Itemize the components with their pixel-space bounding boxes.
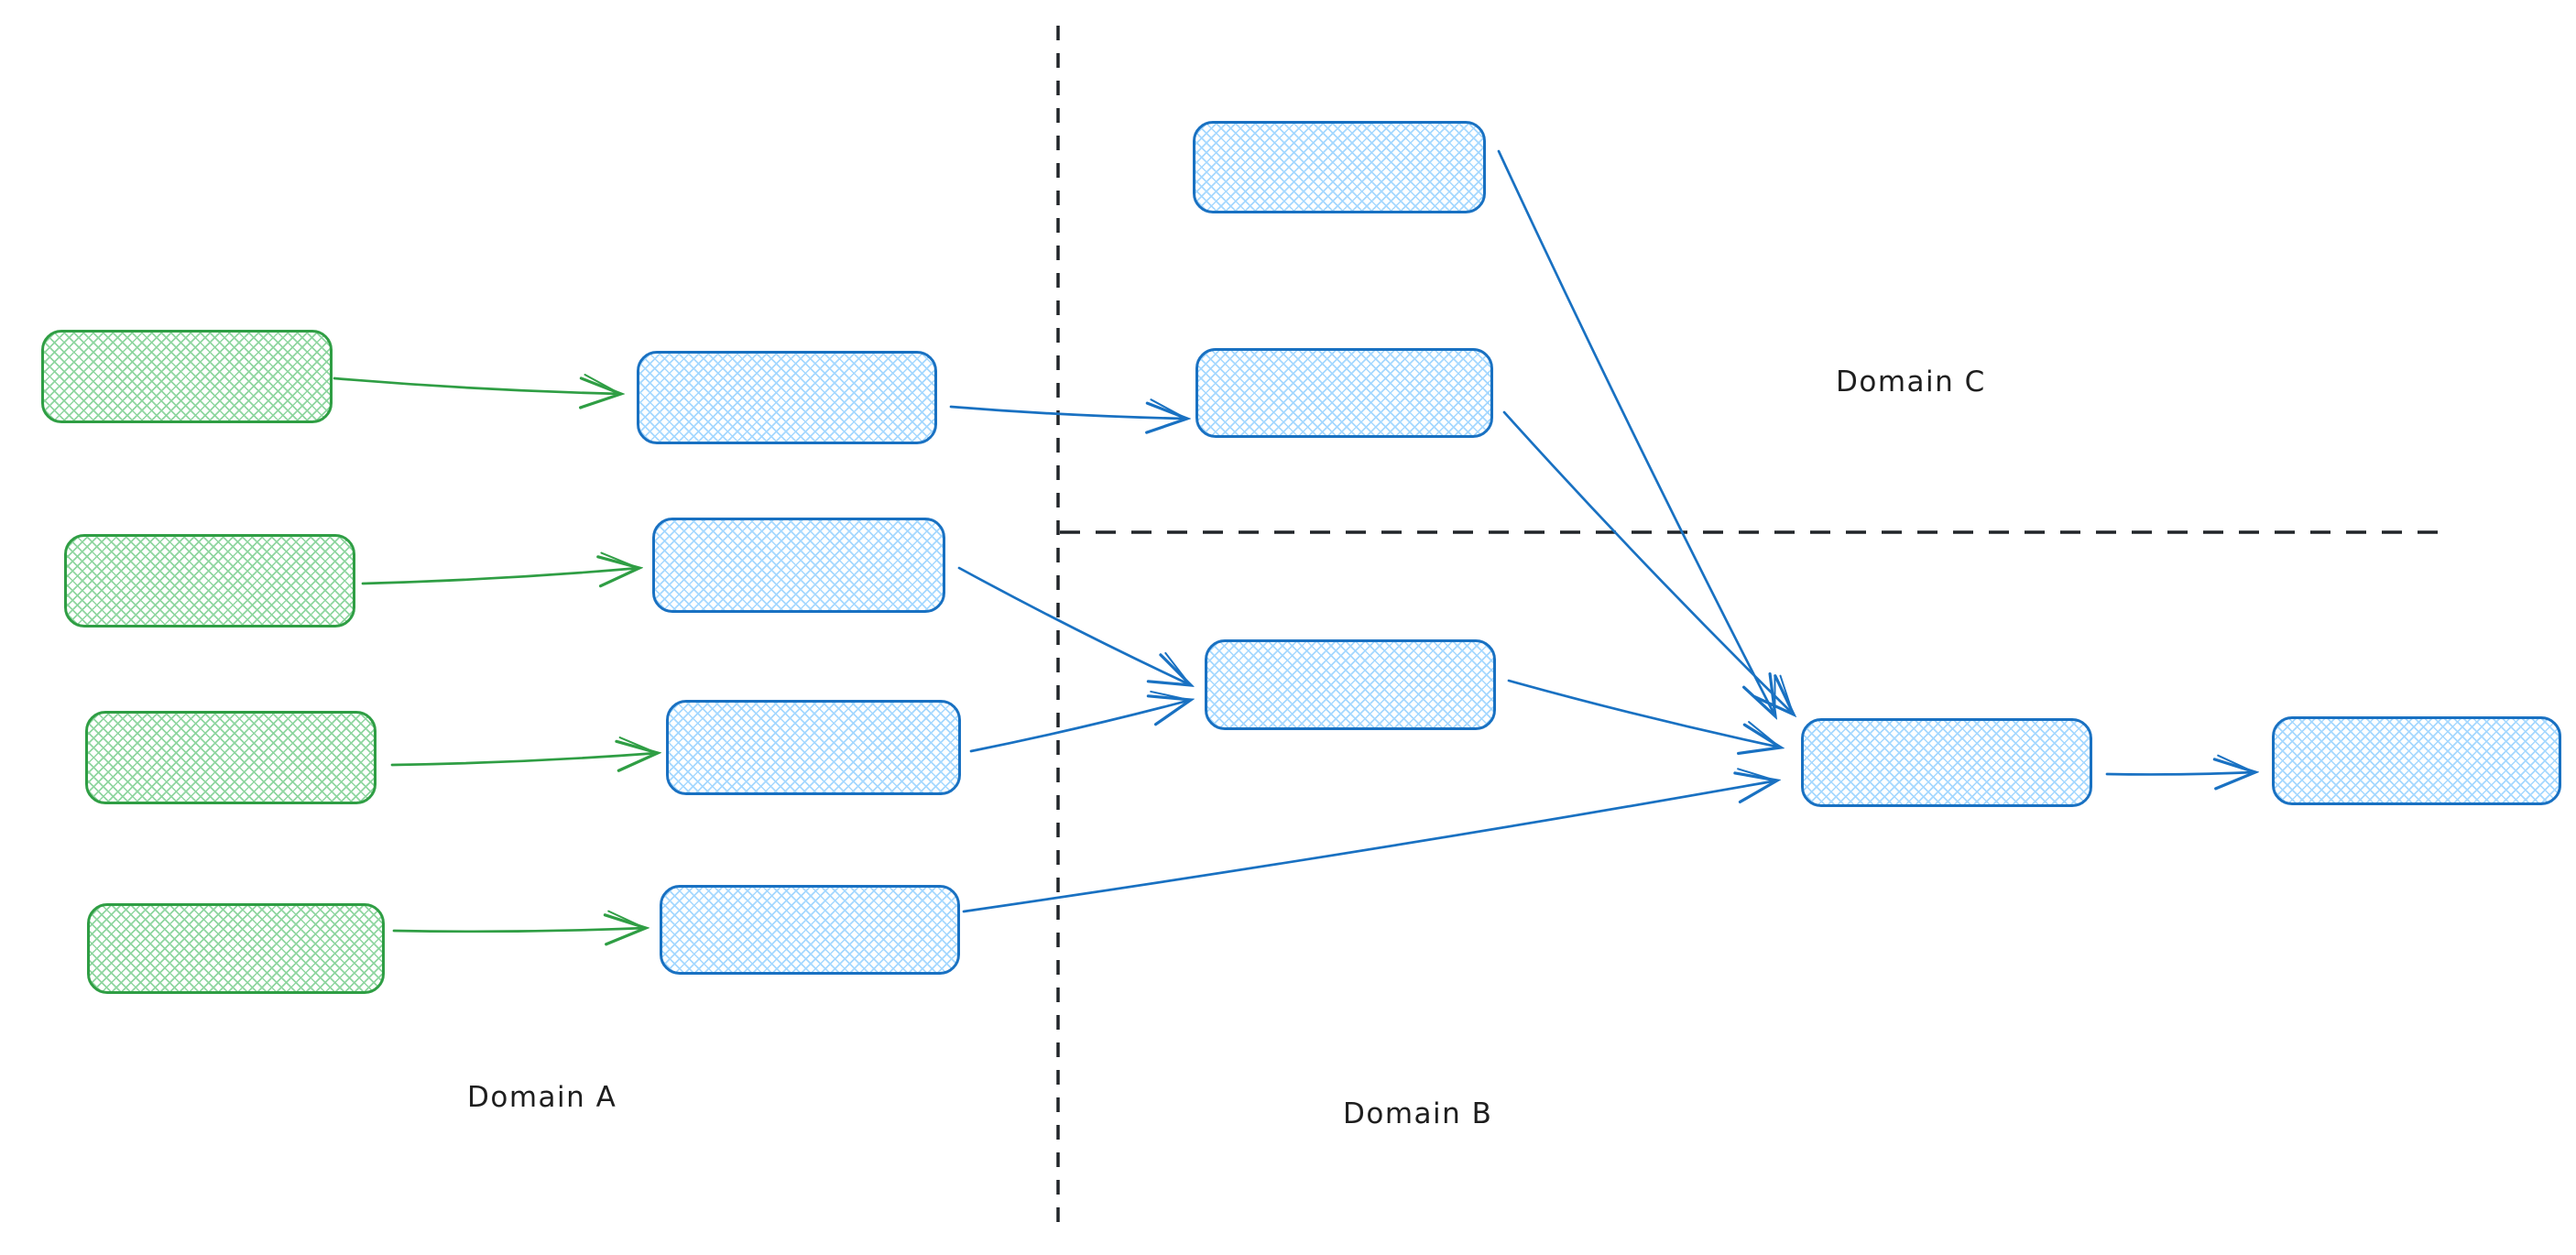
node-c1[interactable] — [1801, 718, 2092, 807]
domain-b-label[interactable]: Domain B — [1343, 1097, 1493, 1130]
edge-a2-b3[interactable] — [957, 566, 1191, 685]
node-g1[interactable] — [41, 330, 333, 423]
node-a3[interactable] — [666, 700, 961, 795]
node-b1[interactable] — [1193, 121, 1486, 213]
edge-c1-out[interactable] — [2105, 772, 2255, 774]
node-out[interactable] — [2272, 716, 2561, 805]
edge-g4-a4[interactable] — [392, 928, 646, 932]
edge-g1-a1[interactable] — [333, 378, 621, 394]
node-g3[interactable] — [85, 711, 377, 804]
domain-c-label[interactable]: Domain C — [1836, 366, 1986, 398]
edge-g2-a2[interactable] — [361, 568, 639, 584]
edge-b2-c1[interactable] — [1502, 410, 1794, 715]
edge-b3-c1[interactable] — [1507, 679, 1781, 748]
edge-b1-c1[interactable] — [1497, 149, 1775, 716]
node-a2[interactable] — [652, 518, 945, 613]
edge-g3-a3[interactable] — [390, 753, 658, 765]
edge-a1-b2[interactable] — [949, 407, 1187, 419]
edge-a4-c1[interactable] — [962, 780, 1777, 913]
node-a4[interactable] — [660, 885, 960, 975]
node-g4[interactable] — [87, 903, 385, 994]
node-b3[interactable] — [1205, 639, 1496, 730]
node-a1[interactable] — [637, 351, 937, 444]
domain-a-label[interactable]: Domain A — [467, 1081, 617, 1114]
edge-a3-b3[interactable] — [969, 700, 1191, 753]
node-b2[interactable] — [1195, 348, 1493, 438]
node-g2[interactable] — [64, 534, 355, 628]
